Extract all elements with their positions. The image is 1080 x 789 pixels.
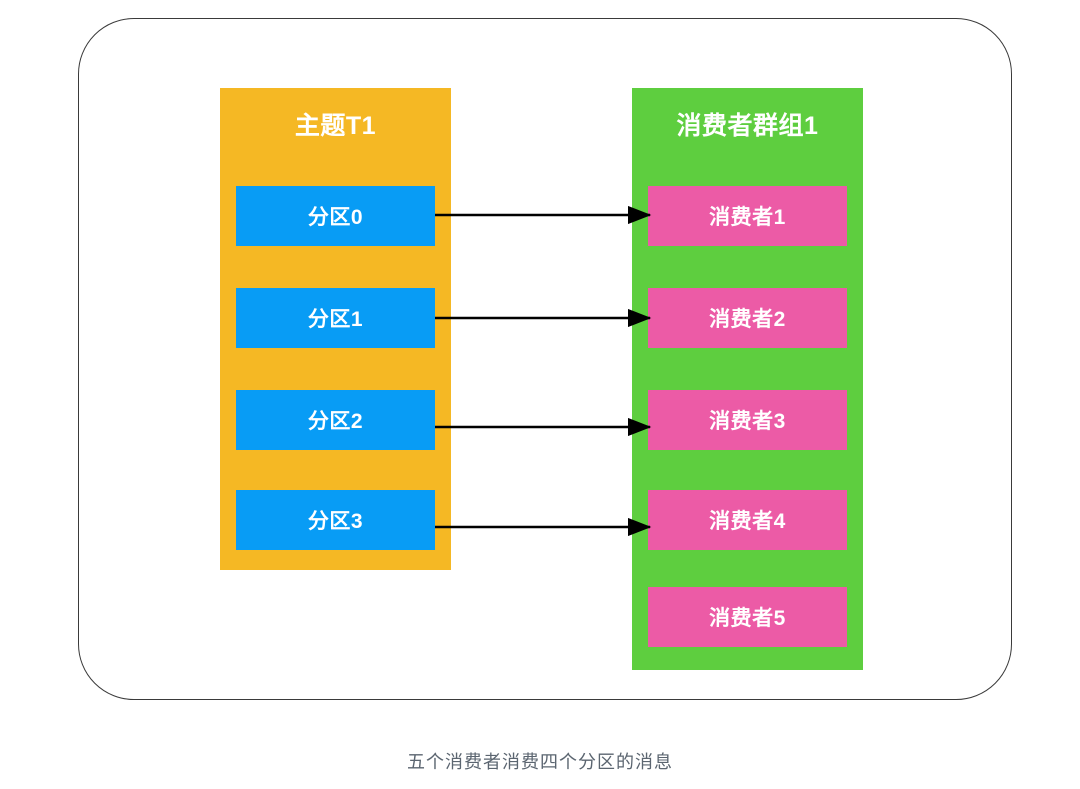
consumer-group-container: 消费者群组1 — [632, 88, 863, 670]
consumer-box: 消费者3 — [648, 390, 847, 450]
consumer-box: 消费者2 — [648, 288, 847, 348]
partition-box: 分区2 — [236, 390, 435, 450]
topic-title: 主题T1 — [294, 112, 377, 140]
diagram-caption: 五个消费者消费四个分区的消息 — [407, 752, 673, 772]
partition-box: 分区3 — [236, 490, 435, 550]
partition-box: 分区0 — [236, 186, 435, 246]
consumer-box: 消费者4 — [648, 490, 847, 550]
consumer-group-title: 消费者群组1 — [676, 112, 819, 140]
partition-box: 分区1 — [236, 288, 435, 348]
consumer-box: 消费者5 — [648, 587, 847, 647]
diagram-frame — [78, 18, 1012, 700]
consumer-box: 消费者1 — [648, 186, 847, 246]
